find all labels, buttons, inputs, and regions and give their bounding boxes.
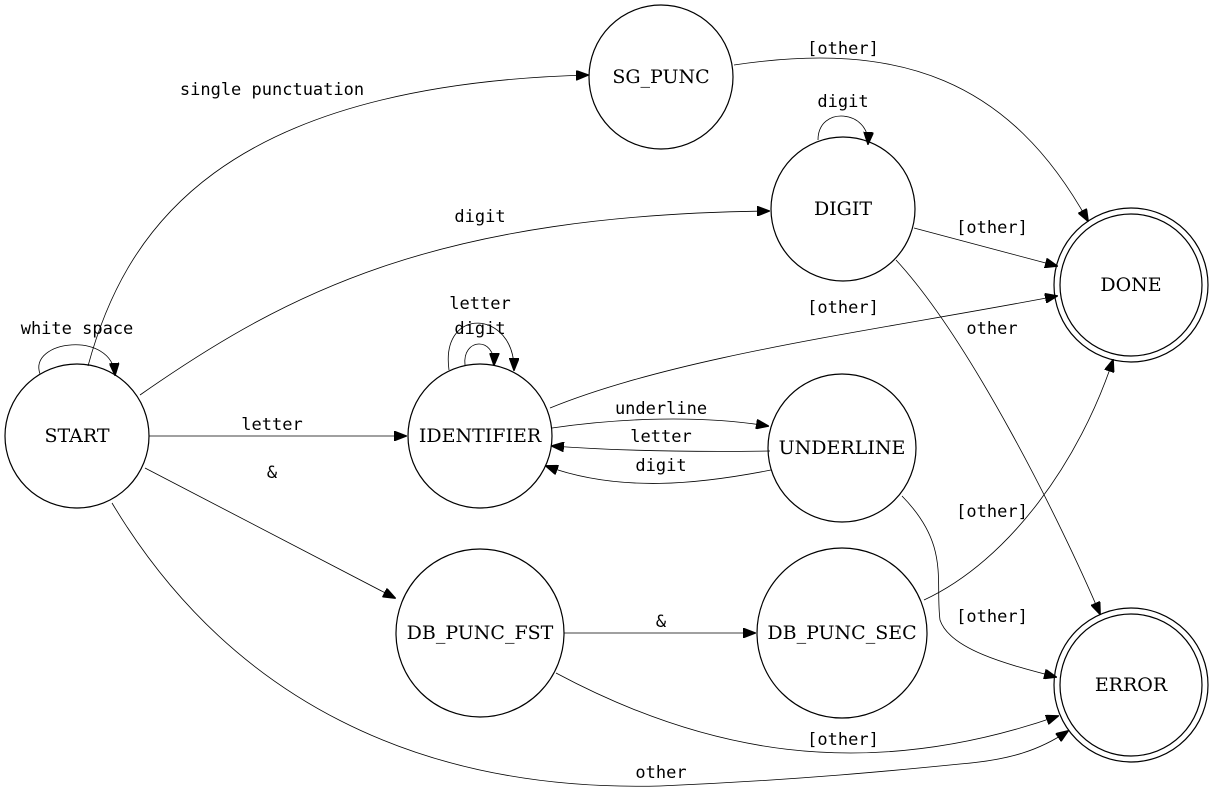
edge-label-start-self: white space bbox=[21, 319, 134, 339]
edge-label-identifier-done: [other] bbox=[807, 298, 879, 318]
edge-digit-self bbox=[817, 115, 868, 144]
node-label-digit: DIGIT bbox=[814, 198, 872, 220]
edge-label-underline-identifier-letter: letter bbox=[630, 427, 691, 447]
node-sg-punc: SG_PUNC bbox=[588, 4, 734, 150]
edge-label-start-digit: digit bbox=[454, 207, 505, 227]
edge-label-digit-done: [other] bbox=[956, 218, 1028, 238]
node-label-error: ERROR bbox=[1095, 674, 1168, 696]
edge-underline-error bbox=[901, 495, 1056, 677]
edge-identifier-done bbox=[549, 296, 1057, 409]
edge-identifier-self-digit bbox=[464, 343, 494, 365]
node-label-db-punc-sec: DB_PUNC_SEC bbox=[767, 622, 916, 644]
node-label-sg-punc: SG_PUNC bbox=[612, 66, 709, 88]
node-label-db-punc-fst: DB_PUNC_FST bbox=[407, 622, 554, 644]
node-label-start: START bbox=[44, 425, 109, 447]
node-digit: DIGIT bbox=[770, 136, 916, 282]
edge-digit-error bbox=[895, 259, 1100, 614]
edge-label-start-db-punc-fst: & bbox=[267, 463, 278, 483]
edge-start-sg-punc bbox=[87, 75, 588, 367]
edge-identifier-underline bbox=[551, 418, 768, 428]
node-error: ERROR bbox=[1053, 607, 1209, 763]
node-label-identifier: IDENTIFIER bbox=[419, 425, 542, 447]
edge-label-db-punc-sec-done: [other] bbox=[956, 502, 1028, 522]
edge-start-digit bbox=[139, 211, 769, 396]
edge-label-underline-identifier-digit: digit bbox=[635, 456, 686, 476]
edge-underline-identifier-digit bbox=[546, 466, 772, 484]
edge-label-sg-punc-done: [other] bbox=[807, 39, 879, 59]
edge-label-start-error: other bbox=[635, 763, 686, 783]
edge-label-db-punc-fst-db-punc-sec: & bbox=[656, 612, 667, 632]
edge-label-start-identifier: letter bbox=[241, 415, 302, 435]
node-db-punc-sec: DB_PUNC_SEC bbox=[756, 547, 928, 719]
edge-label-digit-error: other bbox=[966, 319, 1017, 339]
edge-db-punc-fst-error bbox=[555, 672, 1058, 754]
node-db-punc-fst: DB_PUNC_FST bbox=[395, 548, 565, 718]
edge-start-error bbox=[111, 502, 1068, 787]
node-label-underline: UNDERLINE bbox=[779, 437, 906, 459]
node-underline: UNDERLINE bbox=[767, 373, 917, 523]
edge-label-identifier-underline: underline bbox=[615, 399, 707, 419]
edge-identifier-self-letter bbox=[447, 322, 514, 370]
edge-sg-punc-done bbox=[733, 57, 1088, 221]
edge-start-self bbox=[38, 344, 115, 375]
edge-label-underline-error: [other] bbox=[956, 607, 1028, 627]
edge-digit-done bbox=[913, 227, 1057, 266]
edge-underline-identifier-letter bbox=[552, 446, 771, 451]
edge-label-identifier-self-letter: letter bbox=[449, 294, 510, 314]
node-done: DONE bbox=[1053, 207, 1209, 363]
node-identifier: IDENTIFIER bbox=[407, 363, 553, 509]
node-label-done: DONE bbox=[1100, 274, 1161, 296]
edge-start-db-punc-fst bbox=[144, 467, 395, 598]
node-start: START bbox=[4, 363, 150, 509]
edge-label-identifier-self-digit: digit bbox=[454, 319, 505, 339]
edge-label-start-sg-punc: single punctuation bbox=[180, 80, 364, 100]
edge-db-punc-sec-done bbox=[923, 360, 1113, 601]
edge-label-digit-self: digit bbox=[817, 92, 868, 112]
edge-label-db-punc-fst-error: [other] bbox=[807, 730, 879, 750]
